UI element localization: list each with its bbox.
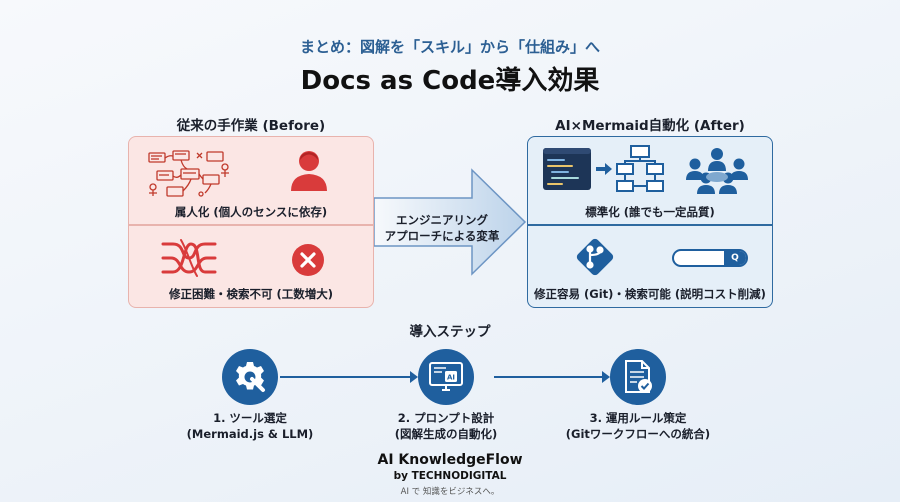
footer-tagline: AI で 知識をビジネスへ。 (400, 487, 500, 497)
step-1-label: 1. ツール選定 (Mermaid.js & LLM) (166, 410, 334, 442)
search-bar-icon: Q (672, 249, 748, 267)
code-editor-icon (543, 148, 591, 190)
step-1-detail: (Mermaid.js & LLM) (186, 427, 314, 441)
subtitle: まとめ：図解を「スキル」から「仕組み」へ (299, 38, 600, 56)
step-3-detail: (Gitワークフローへの統合) (565, 427, 711, 441)
after-heading: AI×Mermaid自動化 (After) (555, 118, 745, 134)
step-2-title: 2. プロンプト設計 (397, 411, 495, 425)
arrow-right-icon (596, 163, 612, 175)
svg-text:AI: AI (447, 374, 455, 382)
transition-arrow (374, 168, 527, 276)
transition-label-line1: エンジニアリング (396, 213, 488, 227)
after-panel: 標準化 (誰でも一定品質) Q 修正容易 (Git)・検索可能 (説明コスト削減… (527, 136, 773, 308)
before-top-caption: 属人化 (個人のセンスに依存) (174, 205, 328, 219)
person-icon (291, 151, 327, 191)
footer-brand: AI KnowledgeFlow (377, 452, 523, 468)
before-divider (129, 224, 373, 226)
page-title: Docs as Code導入効果 (300, 66, 600, 96)
step-3-circle (610, 349, 666, 405)
before-heading: 従来の手作業 (Before) (176, 118, 326, 134)
after-top-caption: 標準化 (誰でも一定品質) (585, 205, 715, 219)
ai-monitor-icon: AI (429, 362, 463, 391)
connector-arrowhead-2 (602, 371, 610, 383)
footer-by: by TECHNODIGITAL (393, 470, 507, 482)
step-2-label: 2. プロンプト設計 (図解生成の自動化) (370, 410, 522, 442)
after-bottom-caption: 修正容易 (Git)・検索可能 (説明コスト削減) (534, 287, 766, 301)
tangled-lines-icon (161, 239, 217, 277)
step-1-circle (222, 349, 278, 405)
error-icon (292, 244, 324, 276)
transition-label: エンジニアリング アプローチによる変革 (378, 212, 506, 244)
connector-arrowhead-1 (410, 371, 418, 383)
git-branch-icon (576, 238, 614, 276)
gear-wrench-icon (236, 362, 265, 392)
steps-title: 導入ステップ (409, 324, 491, 340)
magnifier-icon: Q (724, 251, 746, 265)
transition-label-line2: アプローチによる変革 (384, 229, 500, 243)
step-1-title: 1. ツール選定 (213, 411, 287, 425)
after-divider (528, 224, 772, 226)
before-bottom-caption: 修正困難・検索不可 (工数増大) (168, 287, 333, 301)
step-connector-2 (494, 376, 606, 378)
step-2-circle: AI (418, 349, 474, 405)
team-icon (686, 148, 748, 194)
before-panel: 属人化 (個人のセンスに依存) 修正困難・検索不可 (工数増大) (128, 136, 374, 308)
document-check-icon (625, 360, 652, 393)
step-3-title: 3. 運用ルール策定 (589, 411, 687, 425)
hand-drawn-diagram-icon (148, 150, 229, 197)
step-3-label: 3. 運用ルール策定 (Gitワークフローへの統合) (550, 410, 726, 442)
step-2-detail: (図解生成の自動化) (394, 427, 498, 441)
step-connector-1 (280, 376, 414, 378)
flowchart-icon (616, 145, 664, 192)
